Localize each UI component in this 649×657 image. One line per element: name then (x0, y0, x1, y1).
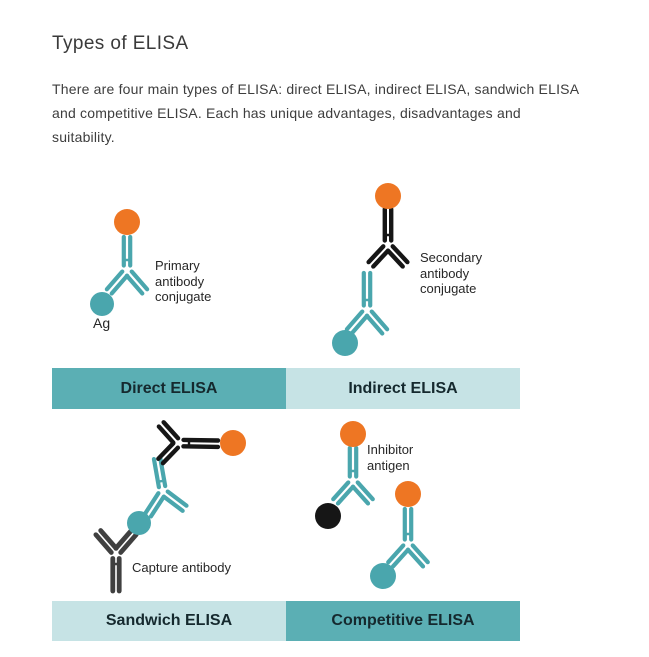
enzyme-conjugate-icon (220, 430, 246, 456)
competitive-elisa-banner: Competitive ELISA (286, 601, 520, 641)
detection-antibody-conjugate-icon (156, 420, 221, 466)
sandwich-elisa-banner: Sandwich ELISA (52, 601, 286, 641)
intro-line: and competitive ELISA. Each has unique a… (52, 105, 521, 121)
enzyme-conjugate-icon (395, 481, 421, 507)
antigen-icon (90, 292, 114, 316)
intro-line: suitability. (52, 129, 115, 145)
primary-antibody-icon (344, 270, 390, 336)
antigen-icon (127, 511, 151, 535)
antigen-label: Ag (93, 315, 111, 331)
capture-antibody-icon (93, 528, 139, 594)
intro-paragraph: There are four main types of ELISA: dire… (52, 77, 579, 149)
page-title: Types of ELISA (52, 32, 189, 54)
primary-antibody-conjugate-icon (104, 234, 150, 296)
enzyme-conjugate-icon (375, 183, 401, 209)
sandwich-elisa-banner-label: Sandwich ELISA (105, 612, 233, 629)
secondary-antibody-conjugate-label: Secondary antibody conjugate (420, 250, 483, 296)
enzyme-conjugate-icon (340, 421, 366, 447)
competitive-elisa-banner-label: Competitive ELISA (331, 612, 475, 629)
secondary-antibody-conjugate-icon (366, 206, 410, 269)
capture-antibody-label: Capture antibody (132, 560, 232, 575)
competitive-antibody-b-icon (386, 506, 430, 569)
competitive-antibody-a-icon (331, 445, 375, 506)
indirect-elisa-banner: Indirect ELISA (286, 368, 520, 409)
direct-elisa-banner-label: Direct ELISA (120, 379, 218, 397)
inhibitor-antigen-label: Inhibitor antigen (367, 442, 414, 473)
indirect-elisa-banner-label: Indirect ELISA (348, 379, 458, 397)
intro-line: There are four main types of ELISA: dire… (52, 81, 580, 97)
primary-antibody-conjugate-label: Primary antibody conjugate (155, 258, 212, 304)
direct-elisa-banner: Direct ELISA (52, 368, 286, 409)
inhibitor-antigen-icon (315, 503, 341, 529)
antigen-icon (370, 563, 396, 589)
antigen-icon (332, 330, 358, 356)
enzyme-conjugate-icon (114, 209, 140, 235)
